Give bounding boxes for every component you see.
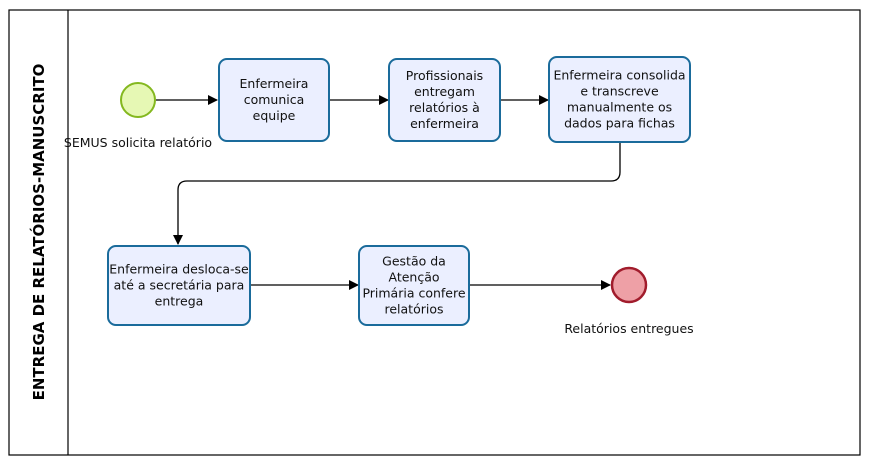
task-label-line: Enfermeira desloca-se — [109, 262, 249, 277]
task-label-line: relatórios — [384, 302, 443, 317]
start-event-label: SEMUS solicita relatório — [64, 135, 212, 150]
task-label-line: Enfermeira consolida — [553, 68, 685, 83]
end-event-label: Relatórios entregues — [564, 321, 693, 336]
flow-task3-to-task4 — [173, 142, 621, 245]
task-label-line: manualmente os — [567, 100, 672, 115]
task-label-line: entregam — [414, 84, 475, 99]
task-label-line: equipe — [253, 108, 296, 123]
task-label-line: comunica — [244, 92, 305, 107]
task-label-line: Enfermeira — [240, 76, 309, 91]
task-label-line: enfermeira — [410, 116, 479, 131]
start-event — [120, 82, 156, 118]
task-label-line: Profissionais — [406, 68, 483, 83]
task-label-line: Atenção — [388, 270, 439, 285]
task-label-line: relatórios à — [409, 100, 480, 115]
end-event — [610, 266, 648, 304]
task-label-line: e transcreve — [580, 84, 659, 99]
task-label-line: até a secretária para — [114, 278, 245, 293]
task-label-line: dados para fichas — [564, 116, 675, 131]
task-label-line: Gestão da — [382, 254, 446, 269]
task-label-line: Primária confere — [362, 286, 465, 301]
task-label-line: entrega — [155, 294, 204, 309]
lane-label: ENTREGA DE RELATÓRIOS-MANUSCRITO — [29, 64, 48, 401]
